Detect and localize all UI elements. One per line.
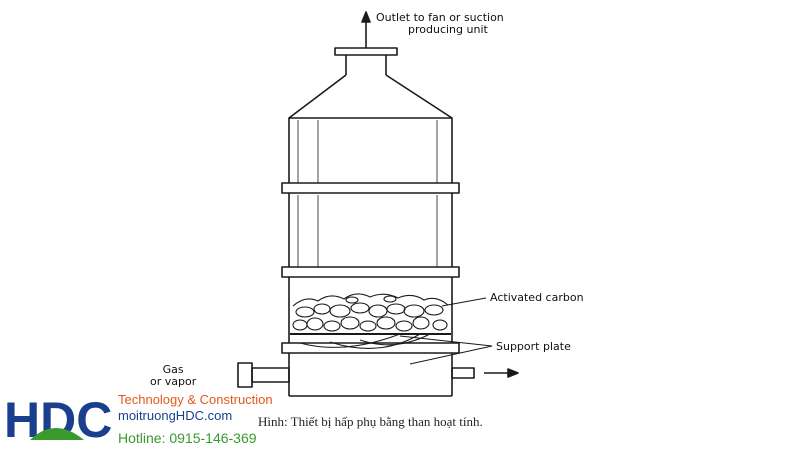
shell-upper <box>288 118 453 183</box>
leader-support-plate-2 <box>409 345 493 365</box>
label-inlet: Gas or vapor <box>150 363 197 388</box>
logo-hotline: Hotline: 0915-146-369 <box>118 430 257 446</box>
hdc-logo: HDC <box>4 392 112 448</box>
label-activated-carbon: Activated carbon <box>490 291 584 304</box>
hdc-logo-hill-icon <box>30 428 84 440</box>
logo-website: moitruongHDC.com <box>118 408 233 423</box>
right-arrow <box>484 368 519 378</box>
label-outlet: Outlet to fan or suction producing unit <box>376 11 504 36</box>
flange-1 <box>281 182 460 194</box>
figure-caption: Hình: Thiết bị hấp phụ bằng than hoạt tí… <box>258 414 483 429</box>
shell-lower <box>288 277 453 343</box>
logo-tagline: Technology & Construction <box>118 392 273 407</box>
outlet-nozzle <box>334 47 398 75</box>
outlet-arrow <box>361 11 371 48</box>
leader-activated-carbon <box>441 297 487 307</box>
flange-2 <box>281 266 460 278</box>
right-nozzle <box>451 367 475 379</box>
label-support-plate: Support plate <box>496 340 571 353</box>
conical-top <box>288 74 453 119</box>
leader-support-plate <box>399 335 493 347</box>
shell-middle <box>288 193 453 267</box>
support-lines <box>299 333 431 349</box>
activated-carbon-bed <box>292 293 449 332</box>
shell-bottom <box>288 353 453 397</box>
inlet-nozzle <box>237 362 290 388</box>
